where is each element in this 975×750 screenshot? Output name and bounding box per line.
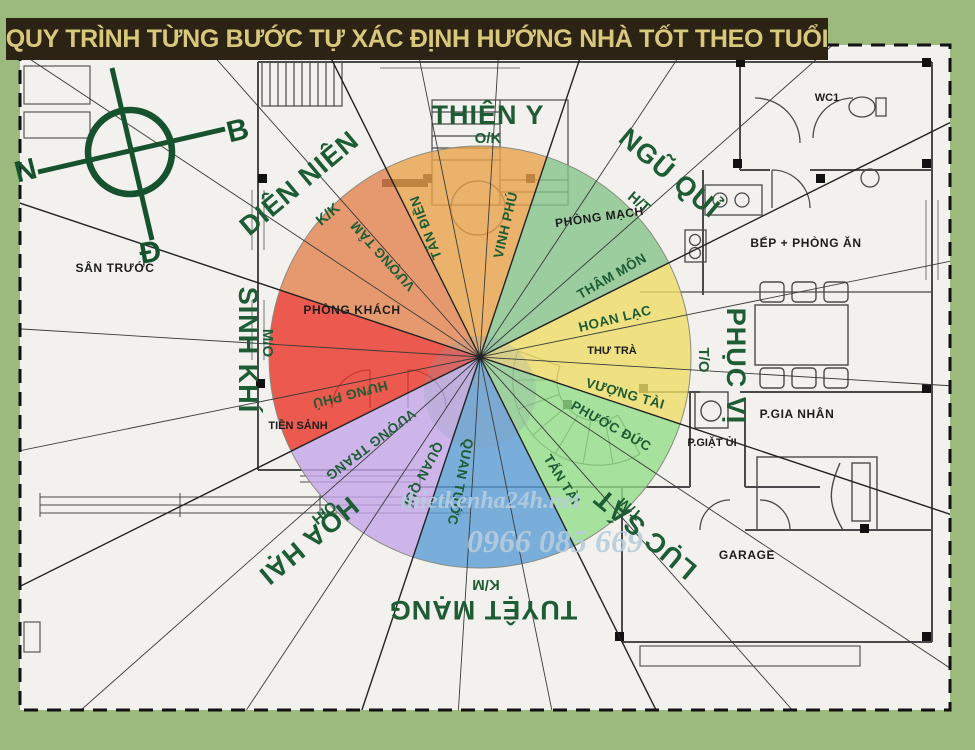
room-gia-nhan: P.GIA NHÂN xyxy=(760,406,835,421)
sector-ngu-qui xyxy=(480,156,669,357)
room-thu-tra: THƯ TRÀ xyxy=(587,344,637,357)
room-phong-khach: PHÒNG KHÁCH xyxy=(303,302,400,317)
code-sinh-khi: M/O xyxy=(259,329,276,358)
title-bar: QUY TRÌNH TỪNG BƯỚC TỰ XÁC ĐỊNH HƯỚNG NH… xyxy=(5,18,829,60)
wheel-rim xyxy=(268,145,692,569)
direction-wheel xyxy=(269,146,691,568)
sector-hoa-hai xyxy=(291,357,480,558)
room-bep: BẾP + PHÒNG ĂN xyxy=(750,235,861,250)
sector-dien-nien xyxy=(279,168,480,357)
room-garage: GARAGE xyxy=(719,548,775,562)
room-tien-sanh: TIỀN SẢNH xyxy=(268,419,327,432)
sector-tuyet-mang xyxy=(413,357,575,568)
code-thien-y: O/K xyxy=(475,130,502,147)
watermark-phone: 0966 085 669 xyxy=(467,523,643,559)
sector-sinh-khi xyxy=(269,290,480,452)
code-tuyet-mang: K/M xyxy=(472,576,500,593)
sector-phuc-vi xyxy=(480,262,691,424)
sector-luc-sat xyxy=(480,357,681,546)
room-san-truoc: SÂN TRƯỚC xyxy=(76,260,155,275)
dir-thien-y: THIÊN Y xyxy=(431,99,544,130)
dir-sinh-khi: SINH KHÍ xyxy=(233,287,264,414)
center-logo-ghost xyxy=(424,336,536,448)
code-phuc-vi: T/O xyxy=(695,348,712,373)
room-giat-ui: P.GIẶT ỦI xyxy=(687,436,736,449)
dir-phuc-vi: PHỤC VỊ xyxy=(721,308,751,425)
dir-tuyet-mang: TUYỆT MẠNG xyxy=(389,595,578,626)
sector-thien-y xyxy=(385,146,547,357)
watermark-site: thietkenha24h.net xyxy=(400,488,581,514)
room-wc1: WC1 xyxy=(815,92,839,104)
page-title: QUY TRÌNH TỪNG BƯỚC TỰ XÁC ĐỊNH HƯỚNG NH… xyxy=(5,24,829,53)
